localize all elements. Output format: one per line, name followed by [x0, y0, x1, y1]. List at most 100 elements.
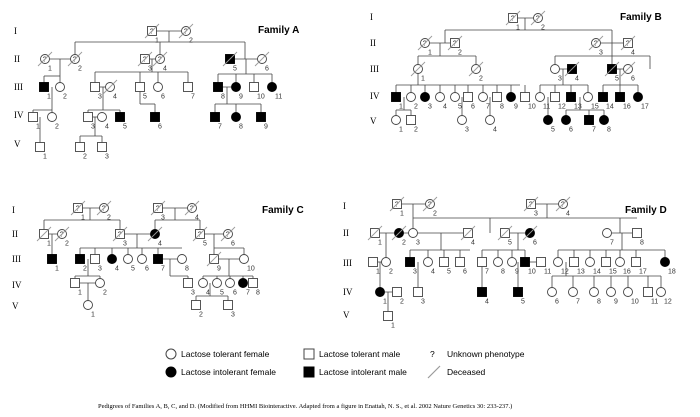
female-individual: 1	[83, 300, 95, 319]
family-c-generation-labels: I II III IV V	[12, 205, 22, 311]
male-individual: 16	[615, 92, 631, 111]
male-individual: 7	[153, 254, 165, 273]
svg-text:2: 2	[541, 25, 545, 32]
family-a-title: Family A	[258, 25, 299, 36]
female-individual: 3	[420, 92, 432, 111]
female-individual: 3	[408, 228, 420, 247]
svg-text:8: 8	[500, 104, 504, 111]
gen-label: V	[343, 310, 350, 320]
male-individual: 1	[47, 254, 59, 273]
svg-text:17: 17	[641, 104, 649, 111]
svg-text:3: 3	[413, 269, 417, 276]
svg-text:12: 12	[664, 299, 672, 306]
svg-text:15: 15	[609, 269, 617, 276]
svg-text:1: 1	[428, 50, 432, 57]
female-individual: 18	[660, 257, 676, 276]
svg-text:?: ?	[184, 29, 188, 36]
svg-text:6: 6	[265, 66, 269, 73]
svg-text:6: 6	[158, 124, 162, 131]
svg-text:11: 11	[544, 269, 551, 276]
svg-text:2: 2	[103, 290, 107, 297]
svg-text:1: 1	[421, 76, 425, 83]
female-individual: 4	[97, 112, 109, 131]
male-individual: 1	[383, 311, 395, 330]
svg-text:9: 9	[614, 299, 618, 306]
legend-intolerant-male-symbol	[303, 366, 315, 378]
female-individual: 12	[553, 257, 569, 276]
female-individual: 8	[589, 287, 601, 306]
svg-text:16: 16	[623, 104, 631, 111]
svg-text:6: 6	[533, 240, 537, 247]
female-individual: 5	[450, 92, 462, 111]
male-individual: 17	[631, 257, 647, 276]
svg-text:4: 4	[566, 211, 570, 218]
svg-text:3: 3	[231, 312, 235, 319]
svg-text:4: 4	[575, 76, 579, 83]
gen-label: V	[370, 116, 377, 126]
svg-text:5: 5	[521, 299, 525, 306]
svg-text:16: 16	[623, 269, 631, 276]
gen-label: I	[14, 26, 17, 36]
gen-label: I	[12, 205, 15, 215]
svg-text:3: 3	[98, 266, 102, 273]
legend-tolerant-male-symbol	[303, 348, 315, 360]
gen-label: II	[14, 54, 20, 64]
svg-text:1: 1	[48, 66, 52, 73]
gen-label: II	[370, 38, 376, 48]
gen-label: I	[343, 201, 346, 211]
male-individual: 1	[39, 82, 51, 101]
family-c-title: Family C	[262, 205, 304, 216]
svg-text:?: ?	[536, 16, 540, 23]
svg-text:?: ?	[158, 57, 162, 64]
male-individual: 1	[391, 92, 403, 111]
svg-text:4: 4	[195, 215, 199, 222]
female-individual: 10	[623, 287, 639, 306]
female-individual: 2	[47, 112, 59, 131]
gen-label: III	[14, 82, 23, 92]
svg-text:3: 3	[191, 290, 195, 297]
svg-text:1: 1	[36, 124, 40, 131]
svg-text:5: 5	[203, 241, 207, 248]
svg-text:2: 2	[199, 312, 203, 319]
male-individual: 5	[115, 112, 127, 131]
svg-text:6: 6	[631, 76, 635, 83]
male-individual: 6	[463, 92, 475, 111]
female-individual: 5	[123, 254, 135, 273]
female-individual: 6	[225, 278, 237, 297]
svg-text:3: 3	[416, 240, 420, 247]
female-individual: 10	[239, 254, 255, 273]
svg-text:11: 11	[651, 299, 658, 306]
male-individual: ?4	[620, 35, 636, 57]
svg-text:5: 5	[233, 66, 237, 73]
female-individual: 3	[457, 115, 469, 134]
male-individual: 11	[643, 287, 658, 306]
male-individual: 10	[249, 82, 265, 101]
svg-text:1: 1	[81, 215, 85, 222]
female-individual: 2	[381, 257, 393, 276]
male-individual: ?1	[505, 10, 521, 32]
svg-text:?: ?	[118, 232, 122, 239]
female-individual: 4	[147, 226, 163, 248]
svg-text:12: 12	[558, 104, 566, 111]
female-individual: 7	[238, 278, 250, 297]
svg-text:3: 3	[428, 104, 432, 111]
svg-text:1: 1	[399, 127, 403, 134]
male-individual: 13	[569, 257, 585, 276]
male-individual: 2	[392, 287, 404, 306]
male-individual: ?1	[389, 196, 405, 218]
male-individual: 11	[536, 257, 551, 276]
svg-text:7: 7	[218, 124, 222, 131]
svg-text:6: 6	[145, 266, 149, 273]
figure-caption: Pedigrees of Families A, B, C, and D. (M…	[98, 403, 512, 410]
svg-text:9: 9	[217, 266, 221, 273]
female-individual: 8	[599, 115, 611, 134]
svg-text:7: 7	[576, 299, 580, 306]
male-individual: 5	[439, 257, 451, 276]
svg-text:?: ?	[529, 202, 533, 209]
female-individual: 9	[606, 287, 618, 306]
male-individual: 14	[598, 92, 614, 111]
svg-text:6: 6	[555, 299, 559, 306]
svg-text:2: 2	[389, 269, 393, 276]
female-individual: 7	[568, 287, 580, 306]
